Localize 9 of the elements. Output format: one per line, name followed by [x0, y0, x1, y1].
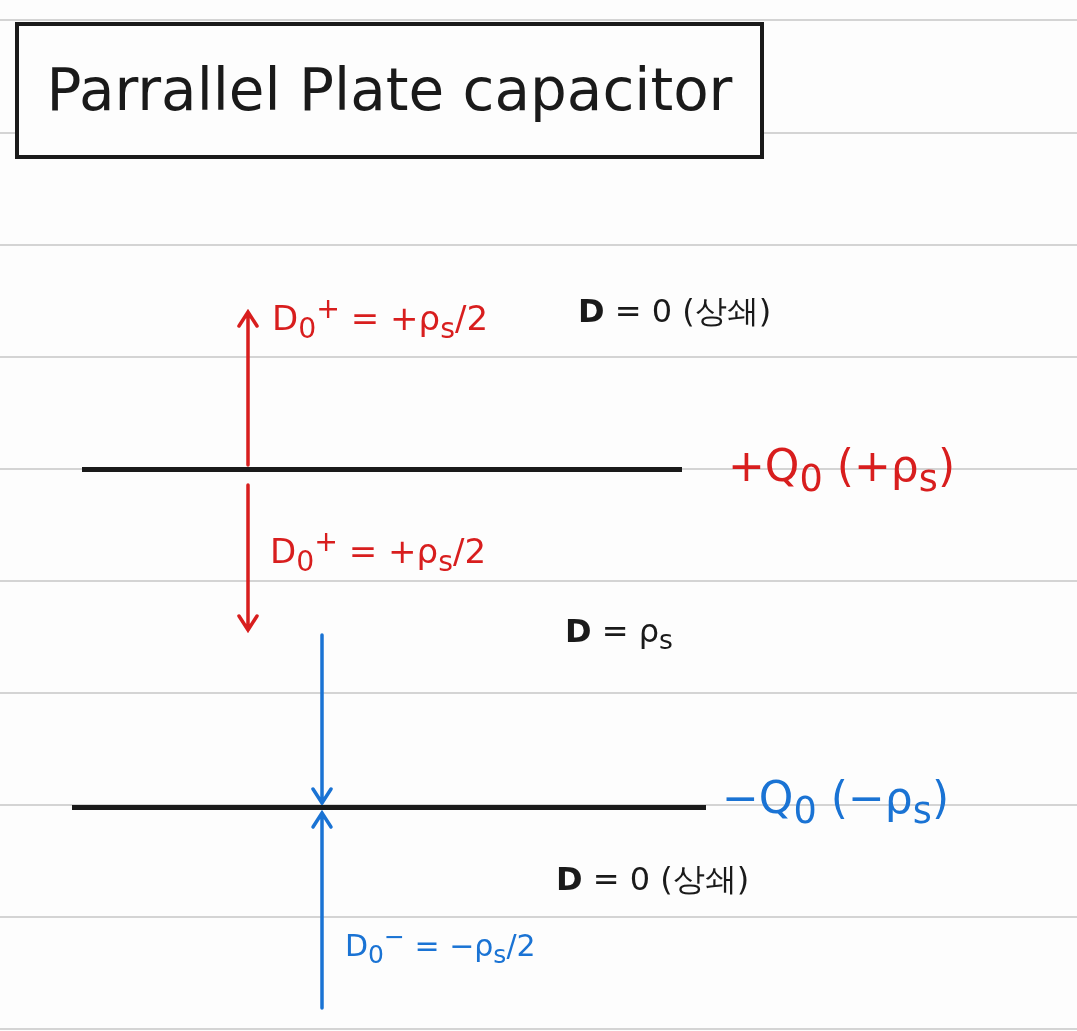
field-label: D = 0 (상쇄) [578, 291, 772, 332]
title: Parrallel Plate capacitor [15, 22, 764, 159]
field-label: D$_{0}$$^{−}$ = −ρ$_{s}$/2 [345, 922, 536, 969]
plate-charge-label: −Q$_{0}$ (−ρ$_{s}$) [722, 772, 950, 832]
field-label: D = 0 (상쇄) [556, 859, 750, 900]
field-label: D$_{0}$$^{+}$ = +ρ$_{s}$/2 [272, 292, 488, 346]
field-label: D$_{0}$$^{+}$ = +ρ$_{s}$/2 [270, 525, 486, 579]
plate-charge-label: +Q$_{0}$ (+ρ$_{s}$) [728, 440, 956, 500]
field-label: D = ρ$_{s}$ [565, 612, 673, 656]
